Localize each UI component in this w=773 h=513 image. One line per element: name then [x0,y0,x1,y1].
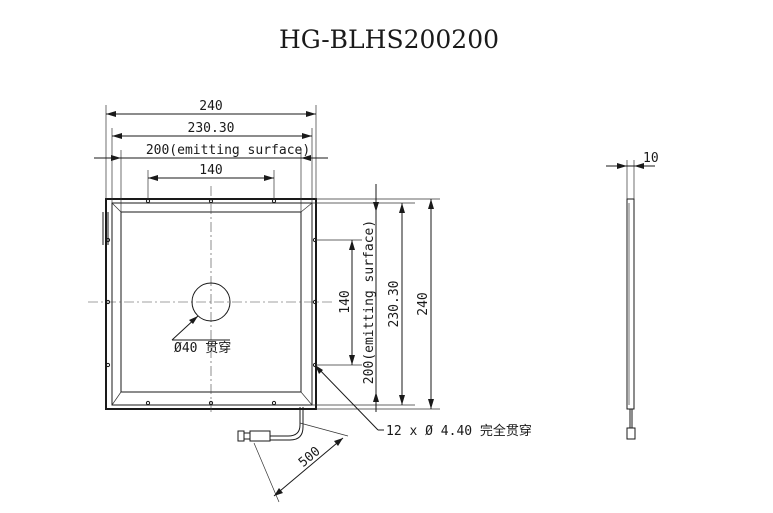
callouts: Ø40 贯穿 12 x Ø 4.40 完全贯穿 [171,315,532,439]
dim-frame-height: 230.30 [387,281,402,328]
dim-emitting-width: 200(emitting surface) [146,143,310,158]
dim-frame-width: 230.30 [188,121,235,136]
panel-inner-frame [111,202,313,406]
side-connector [626,427,636,440]
dim-cable-length: 500 [296,444,324,471]
dim-hole-spacing-vertical: 140 [338,290,353,313]
dim-thickness: 10 [643,151,659,166]
center-through-hole [191,282,231,322]
dim-emitting-height: 200(emitting surface) [362,220,377,384]
dim-hole-spacing-horizontal: 140 [199,163,222,178]
drawing-title: HG-BLHS200200 [279,25,499,54]
cable-connector [249,430,271,442]
front-view [88,186,332,415]
center-hole-callout: Ø40 贯穿 [174,340,231,356]
top-dimensions: 240 230.30 200(emitting surface) 140 [94,99,328,212]
right-dimensions: 140 200(emitting surface) 230.30 240 [312,184,440,412]
side-view: 10 [606,151,659,440]
cable-assembly: 500 [237,407,349,503]
mount-holes-callout: 12 x Ø 4.40 完全贯穿 [386,423,532,439]
dim-overall-width: 240 [199,99,222,114]
mounting-holes [105,198,318,406]
dim-overall-height: 240 [416,292,431,315]
side-profile [626,198,635,410]
